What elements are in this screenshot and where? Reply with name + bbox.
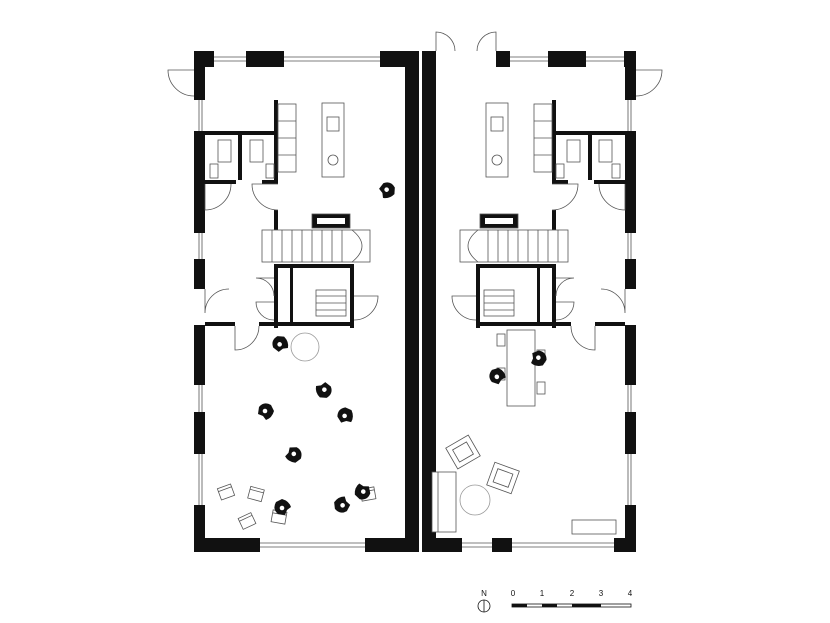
left-unit-interior-walls bbox=[205, 100, 354, 328]
right-unit-armchairs bbox=[445, 434, 520, 495]
left-unit bbox=[167, 51, 419, 552]
north-arrow-label: N bbox=[481, 589, 487, 598]
left-unit-chairs bbox=[216, 483, 377, 530]
left-unit-kitchen-counter bbox=[277, 102, 345, 178]
left-unit-toilets bbox=[209, 139, 275, 179]
right-unit-sofa bbox=[431, 471, 617, 535]
right-unit-windows bbox=[462, 56, 632, 548]
right-unit-doors bbox=[435, 31, 663, 516]
right-unit-exterior-walls bbox=[422, 51, 636, 552]
left-unit-windows bbox=[198, 56, 380, 548]
scale-tick-label: 2 bbox=[570, 589, 575, 598]
scale-tick-label: 4 bbox=[628, 589, 633, 598]
scale-bar: 0 1 2 3 4 bbox=[511, 589, 633, 608]
left-unit-doors bbox=[167, 69, 379, 362]
north-arrow: N bbox=[477, 589, 491, 613]
scale-tick-label: 1 bbox=[540, 589, 545, 598]
scale-tick-label: 3 bbox=[599, 589, 604, 598]
right-unit bbox=[422, 31, 663, 552]
right-unit-dining-table bbox=[496, 329, 546, 407]
left-unit-exterior-walls bbox=[194, 51, 419, 552]
left-unit-stairs bbox=[261, 213, 371, 317]
right-unit-toilets bbox=[555, 139, 621, 179]
right-unit-kitchen-counter bbox=[485, 102, 553, 178]
right-unit-interior-walls bbox=[476, 100, 625, 328]
right-unit-stairs bbox=[459, 213, 569, 317]
scale-tick-label: 0 bbox=[511, 589, 516, 598]
